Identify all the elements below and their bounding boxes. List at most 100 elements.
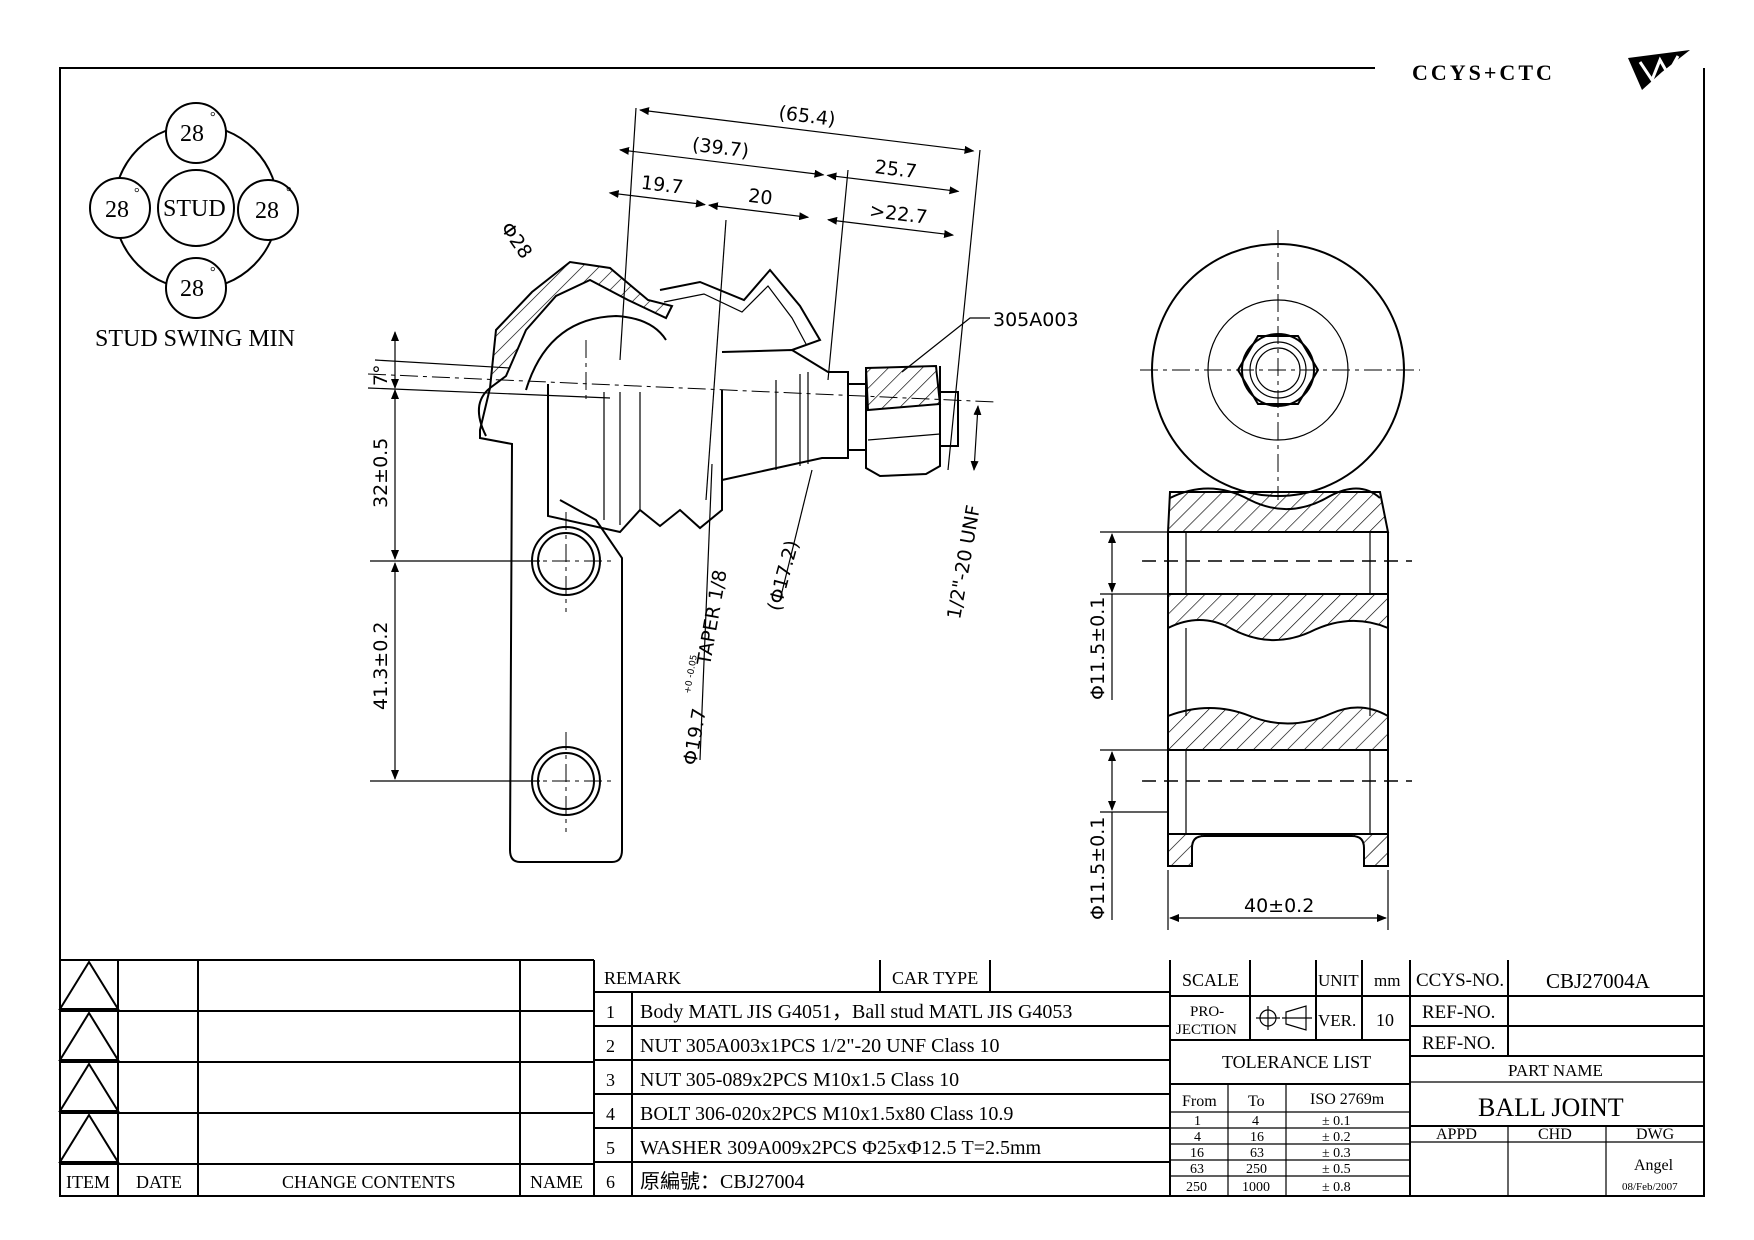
swing-angle-left: 28 — [105, 197, 129, 223]
tolerance-title: TOLERANCE LIST — [1222, 1052, 1371, 1072]
svg-text:3: 3 — [606, 1070, 615, 1090]
dim-taper-dia: Φ19.7 — [679, 707, 711, 767]
side-view: (65.4) (39.7) 25.7 19.7 20 >22.7 305A003… — [367, 102, 1079, 863]
sheet-border — [59, 67, 1705, 1197]
dim-ball-dia: Φ28 — [496, 218, 536, 263]
tolerance-rows: 1 4 ± 0.1 4 16 ± 0.2 16 63 ± 0.3 63 250 … — [1186, 1114, 1351, 1195]
dim-shank: (Φ17.2) — [764, 538, 804, 613]
svg-text:63: 63 — [1190, 1162, 1204, 1177]
appd-label: APPD — [1436, 1126, 1477, 1143]
housing-section — [488, 260, 674, 391]
section-lower — [1167, 706, 1389, 751]
stud-swing-diagram: 28 ° 28 ° STUD 28 ° 28 ° STUD SWING MIN — [89, 102, 299, 352]
svg-text:JECTION: JECTION — [1176, 1022, 1237, 1038]
dwg-label: DWG — [1636, 1126, 1675, 1143]
ccys-no-label: CCYS-NO. — [1416, 970, 1504, 991]
mount-hole-2 — [520, 732, 616, 832]
svg-text:± 0.3: ± 0.3 — [1322, 1146, 1351, 1161]
dim-thread: 1/2"-20 UNF — [943, 503, 985, 621]
svg-text:63: 63 — [1250, 1146, 1264, 1161]
svg-text:From: From — [1182, 1093, 1217, 1110]
swing-center: STUD — [163, 196, 226, 222]
remark-2: NUT 305A003x1PCS 1/2"-20 UNF Class 10 — [640, 1035, 1000, 1057]
rev-header-date: DATE — [136, 1172, 182, 1192]
title-block: SCALE UNIT mm PRO- JECTION VER. 10 TOLER… — [1170, 960, 1704, 1196]
section-middle — [1167, 593, 1389, 641]
drawing-date: 08/Feb/2007 — [1622, 1181, 1678, 1193]
svg-text:± 0.8: ± 0.8 — [1322, 1180, 1351, 1195]
svg-text:°: ° — [134, 186, 140, 201]
logo-mark-icon — [1628, 50, 1690, 90]
dim-thread-min: >22.7 — [868, 200, 928, 229]
dim-20: 20 — [747, 185, 774, 210]
ref-no-2: REF-NO. — [1422, 1033, 1495, 1054]
remark-1: Body MATL JIS G4051，Ball stud MATL JIS G… — [640, 1001, 1072, 1023]
part-name-label: PART NAME — [1508, 1061, 1603, 1080]
part-name: BALL JOINT — [1478, 1093, 1624, 1122]
logo-text: CCYS+CTC — [1412, 60, 1555, 85]
svg-text:16: 16 — [1190, 1146, 1204, 1161]
dim-right: 25.7 — [873, 156, 918, 183]
car-type-label: CAR TYPE — [892, 968, 978, 988]
remark-4: BOLT 306-020x2PCS M10x1.5x80 Class 10.9 — [640, 1103, 1013, 1125]
section-top — [1166, 491, 1390, 533]
dim-hole-1: Φ11.5±0.1 — [1087, 597, 1109, 700]
unit-label: UNIT — [1318, 971, 1359, 990]
end-view: Φ11.5±0.1 Φ11.5±0.1 40±0.2 — [1087, 230, 1420, 930]
remarks-block: REMARK CAR TYPE 1 Body MATL JIS G4051，Ba… — [594, 960, 1171, 1196]
svg-text:ISO 2769m: ISO 2769m — [1310, 1091, 1385, 1108]
dim-partial: (39.7) — [691, 134, 750, 163]
dim-19-7: 19.7 — [640, 172, 685, 199]
ver-value: 10 — [1376, 1010, 1394, 1030]
svg-text:± 0.5: ± 0.5 — [1322, 1162, 1351, 1177]
callout-nut: 305A003 — [993, 309, 1079, 331]
dim-angle: 7° — [370, 364, 392, 386]
projection-label: PRO- — [1190, 1004, 1224, 1020]
dim-overall: (65.4) — [777, 102, 836, 131]
ccys-no-value: CBJ27004A — [1546, 969, 1651, 993]
svg-text:1: 1 — [606, 1002, 615, 1022]
swing-angle-right: 28 — [255, 198, 279, 224]
dim-taper: TAPER 1/8 — [693, 568, 732, 668]
remark-items: 1 Body MATL JIS G4051，Ball stud MATL JIS… — [606, 1001, 1072, 1193]
svg-text:5: 5 — [606, 1138, 615, 1158]
swing-title: STUD SWING MIN — [95, 326, 295, 352]
svg-text:°: ° — [210, 110, 216, 125]
svg-text:2: 2 — [606, 1036, 615, 1056]
dim-width: 40±0.2 — [1244, 895, 1314, 917]
svg-text:°: ° — [286, 185, 292, 200]
rev-header-name: NAME — [530, 1172, 583, 1192]
swing-angle-top: 28 — [180, 121, 204, 147]
svg-text:1: 1 — [1194, 1114, 1201, 1129]
unit-value: mm — [1374, 971, 1400, 990]
svg-text:250: 250 — [1246, 1162, 1267, 1177]
dim-41-3: 41.3±0.2 — [370, 622, 392, 710]
svg-text:1000: 1000 — [1242, 1180, 1270, 1195]
dust-boot — [659, 268, 822, 351]
stud-taper — [721, 348, 849, 481]
ref-no-1: REF-NO. — [1422, 1002, 1495, 1023]
section-bottom — [1167, 833, 1389, 867]
svg-text:To: To — [1248, 1093, 1265, 1110]
scale-label: SCALE — [1182, 970, 1239, 990]
remark-5: WASHER 309A009x2PCS Φ25xΦ12.5 T=2.5mm — [640, 1137, 1042, 1159]
ver-label: VER. — [1318, 1011, 1356, 1030]
svg-text:4: 4 — [1252, 1114, 1259, 1129]
rev-header-contents: CHANGE CONTENTS — [282, 1172, 456, 1192]
rev-header-item: ITEM — [66, 1172, 110, 1192]
svg-text:4: 4 — [606, 1104, 615, 1124]
svg-text:4: 4 — [1194, 1130, 1201, 1145]
revision-block: ITEM DATE CHANGE CONTENTS NAME — [58, 959, 595, 1196]
swing-angle-bottom: 28 — [180, 276, 204, 302]
dim-hole-2: Φ11.5±0.1 — [1087, 817, 1109, 920]
company-logo: CCYS+CTC — [1412, 50, 1690, 90]
svg-text:16: 16 — [1250, 1130, 1264, 1145]
svg-text:250: 250 — [1186, 1180, 1207, 1195]
remark-3: NUT 305-089x2PCS M10x1.5 Class 10 — [640, 1069, 959, 1091]
svg-text:± 0.1: ± 0.1 — [1322, 1114, 1351, 1129]
ball — [525, 314, 667, 391]
remark-6: 原編號：CBJ27004 — [640, 1170, 804, 1193]
remark-header: REMARK — [604, 968, 681, 988]
dim-32: 32±0.5 — [370, 438, 392, 508]
projection-symbol-icon — [1256, 1005, 1312, 1031]
